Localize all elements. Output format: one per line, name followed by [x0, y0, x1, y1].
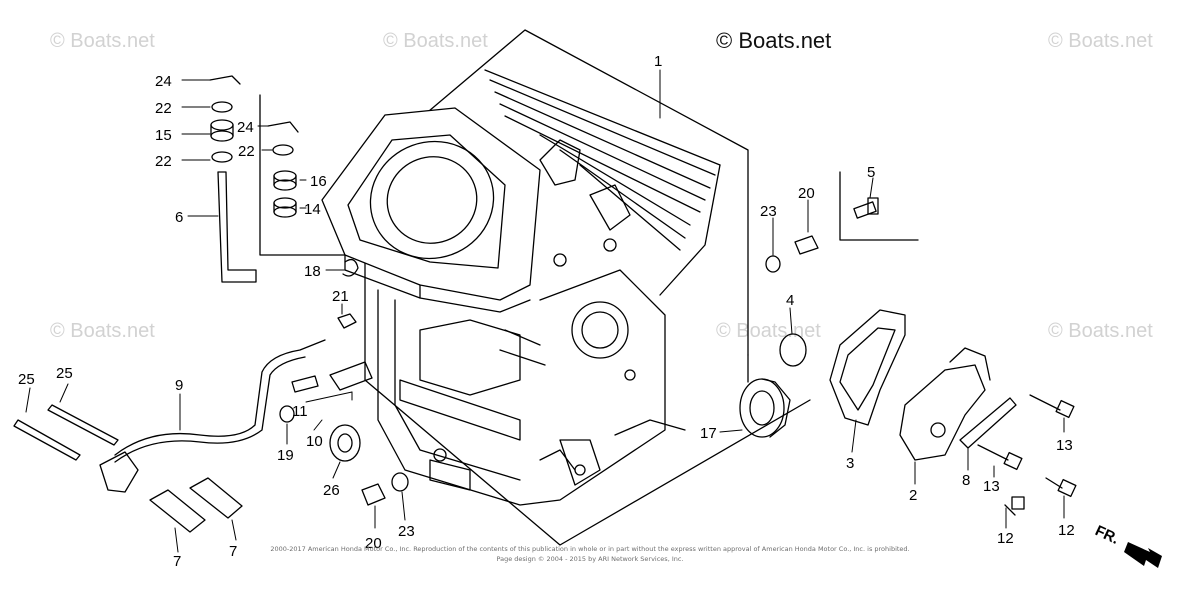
- part-11-oil-switch: [329, 361, 373, 391]
- callout-14: 14: [304, 201, 321, 218]
- callout-18: 18: [304, 263, 321, 280]
- callout-4: 4: [786, 292, 794, 309]
- cylinder-block: [321, 69, 721, 506]
- callout-13: 13: [983, 478, 1000, 495]
- callout-20: 20: [365, 535, 382, 552]
- part-21-nut: [337, 313, 357, 329]
- callout-25: 25: [18, 371, 35, 388]
- watermark: © Boats.net: [383, 30, 488, 52]
- part-16-bushing: [273, 170, 297, 191]
- part-15-collar: [210, 119, 234, 142]
- watermark: © Boats.net: [1048, 30, 1153, 52]
- part-4-plug: [779, 333, 807, 367]
- callout-24: 24: [237, 119, 254, 136]
- part-23-washer-lower: [391, 472, 409, 492]
- callout-22: 22: [155, 100, 172, 117]
- part-18-clip: [342, 258, 359, 277]
- part-5-fitting: [853, 197, 879, 219]
- callout-8: 8: [962, 472, 970, 489]
- part-19-washer: [279, 405, 295, 423]
- design-credit-line: Page design © 2004 - 2015 by ARI Network…: [496, 555, 684, 563]
- part-25-bolt: [47, 404, 119, 446]
- callout-7: 7: [229, 543, 237, 560]
- callout-6: 6: [175, 209, 183, 226]
- callout-9: 9: [175, 377, 183, 394]
- part-8-breather-tube: [959, 397, 1017, 449]
- part-20-bolt: [794, 235, 819, 255]
- part-24-clip: [209, 75, 241, 85]
- part-20-bolt-lower: [361, 483, 386, 506]
- part-22-washer: [211, 151, 233, 163]
- callout-11: 11: [292, 403, 308, 420]
- callout-16: 16: [310, 173, 327, 190]
- callout-25: 25: [56, 365, 73, 382]
- callout-20: 20: [798, 185, 815, 202]
- front-direction-arrow: [1124, 542, 1162, 568]
- callout-12: 12: [997, 530, 1014, 547]
- callout-2: 2: [909, 487, 917, 504]
- callout-3: 3: [846, 455, 854, 472]
- part-22-washer: [211, 101, 233, 113]
- part-14-bushing: [273, 197, 297, 218]
- callout-10: 10: [306, 433, 323, 450]
- callout-22: 22: [238, 143, 255, 160]
- callout-26: 26: [323, 482, 340, 499]
- watermark: © Boats.net: [1048, 320, 1153, 342]
- callout-1: 1: [654, 53, 662, 70]
- callout-21: 21: [332, 288, 349, 305]
- part-2-breather-cover: [899, 347, 991, 461]
- callout-15: 15: [155, 127, 172, 144]
- callout-17: 17: [700, 425, 717, 442]
- callout-13: 13: [1056, 437, 1073, 454]
- callout-24: 24: [155, 73, 172, 90]
- part-17-oil-seal: [739, 378, 791, 438]
- part-7-sleeve: [189, 477, 243, 519]
- watermark: © Boats.net: [716, 320, 821, 342]
- part-25-bolt: [13, 419, 81, 461]
- callout-7: 7: [173, 553, 181, 570]
- part-7-sleeve: [149, 489, 206, 533]
- part-24-clip: [267, 121, 299, 133]
- callout-12: 12: [1058, 522, 1075, 539]
- part-9-connector: [99, 451, 139, 493]
- part-23-washer: [765, 255, 781, 273]
- part-3-gasket: [829, 309, 906, 426]
- copyright-line: 2000-2017 American Honda Motor Co., Inc.…: [270, 545, 910, 553]
- callout-19: 19: [277, 447, 294, 464]
- part-9-harness: [114, 339, 326, 456]
- callout-23: 23: [398, 523, 415, 540]
- part-6-rod: [217, 171, 257, 283]
- part-22-washer: [272, 144, 294, 156]
- watermark: © Boats.net: [50, 320, 155, 342]
- brand-mark: © Boats.net: [716, 28, 832, 53]
- callout-23: 23: [760, 203, 777, 220]
- bolt-group-right: [977, 394, 1077, 516]
- callout-22: 22: [155, 153, 172, 170]
- callout-5: 5: [867, 164, 875, 181]
- callout-labels: 1 2 3 4 5 6 7 7 8 9 10 11 12 12 13 13 14…: [18, 53, 1122, 570]
- watermark: © Boats.net: [50, 30, 155, 52]
- part-26-bearing: [329, 424, 361, 462]
